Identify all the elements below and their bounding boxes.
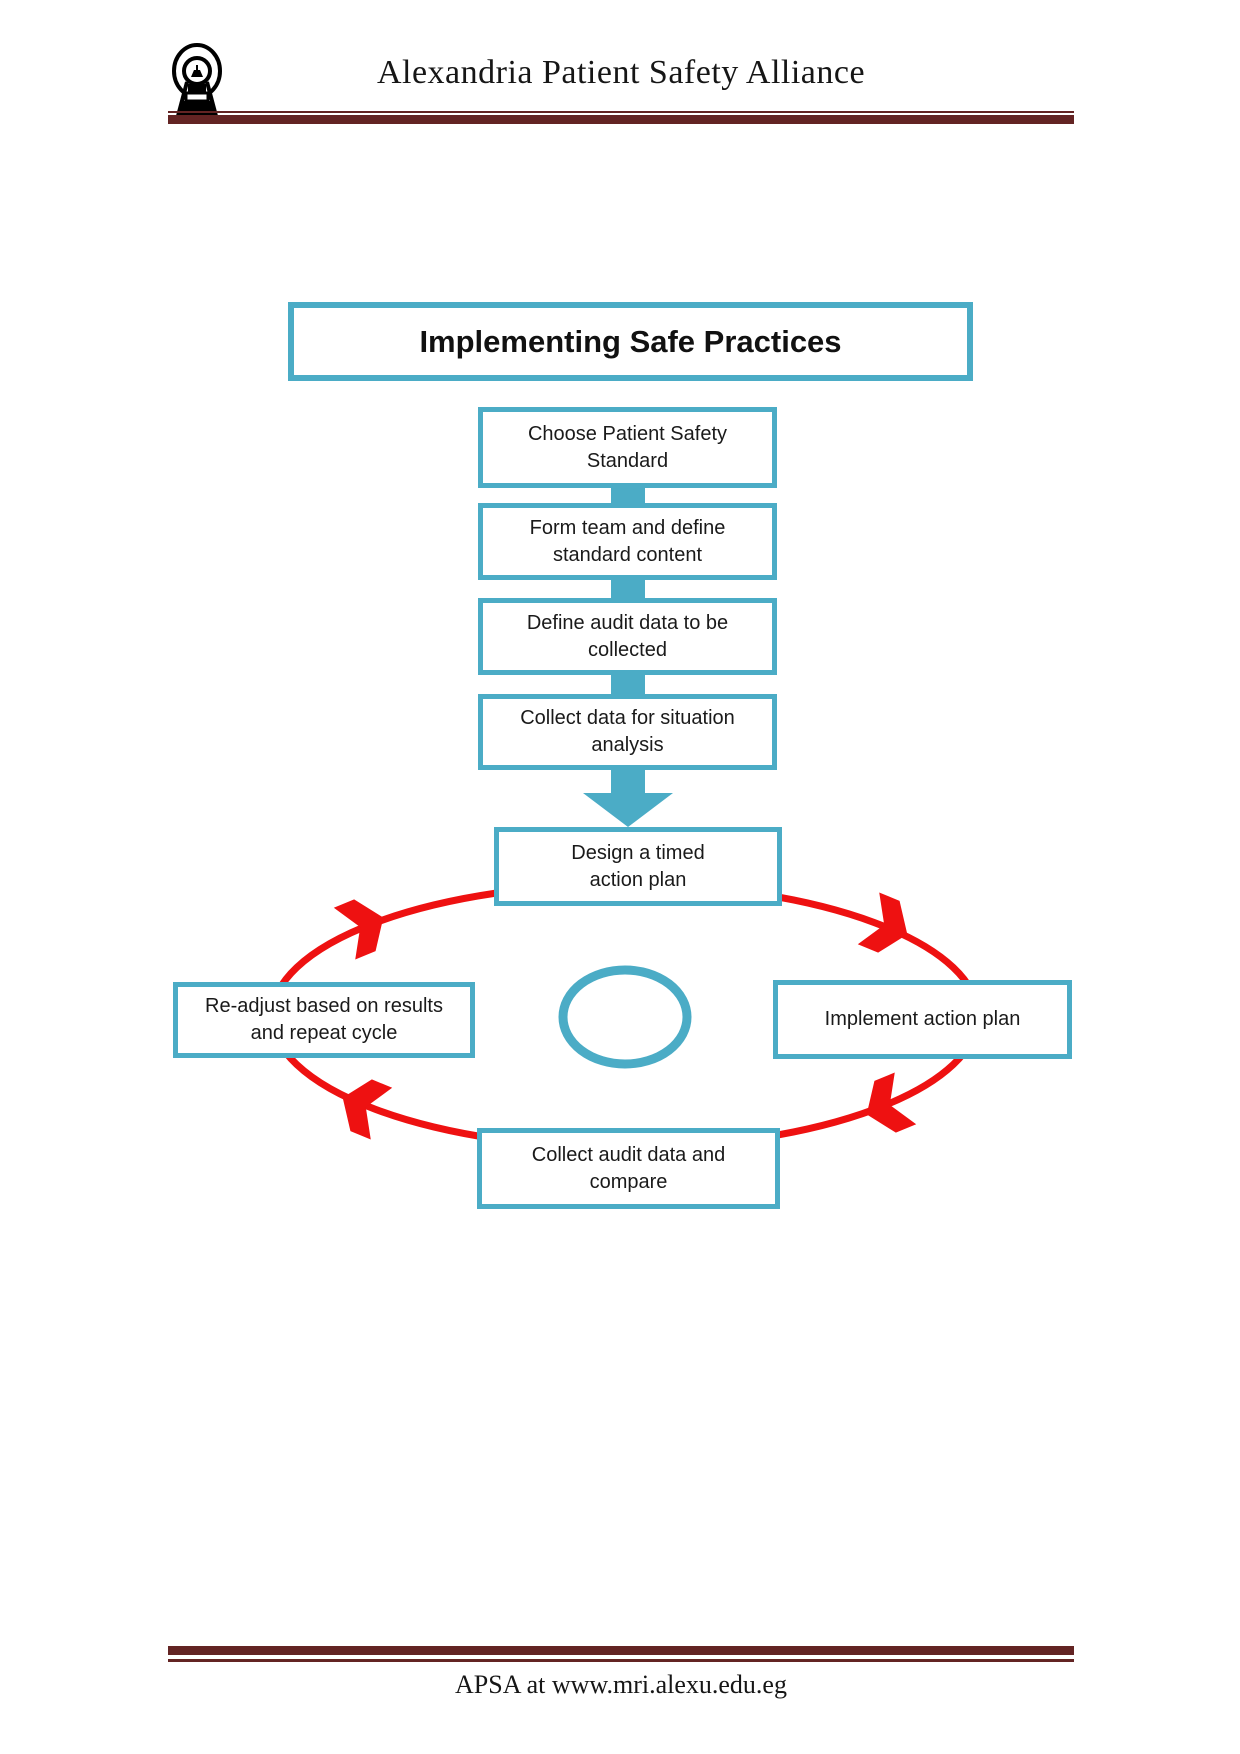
cycle-center-ellipse xyxy=(558,965,692,1069)
flow-step-1-line2: Standard xyxy=(586,449,669,472)
header-rule-thick xyxy=(168,115,1074,124)
flow-step-4-box: Collect data for situation analysis xyxy=(478,694,777,770)
flow-step-1-line1: Choose Patient Safety xyxy=(527,422,727,445)
diagram-title: Implementing Safe Practices xyxy=(419,323,842,359)
cycle-arrowhead-lower-left xyxy=(342,1079,393,1140)
diagram-title-box: Implementing Safe Practices xyxy=(288,302,973,381)
big-down-arrow-icon xyxy=(583,768,673,827)
cycle-step-readjust-line2: and repeat cycle xyxy=(250,1022,398,1044)
flow-step-4-line1: Collect data for situation xyxy=(520,707,735,729)
flow-step-3-line2: collected xyxy=(588,638,667,661)
flow-step-2-box: Form team and define standard content xyxy=(478,503,777,580)
cycle-step-collect-audit-line1: Collect audit data and xyxy=(531,1143,726,1166)
flow-step-2-line1: Form team and define xyxy=(529,516,726,539)
cycle-step-collect-audit-line2: compare xyxy=(589,1170,668,1193)
cycle-arrowhead-upper-right xyxy=(857,892,908,953)
cycle-step-design-line1: Design a timed xyxy=(571,841,705,864)
flow-step-4-line2: analysis xyxy=(591,734,664,756)
cycle-step-design-line2: action plan xyxy=(589,868,687,891)
flow-step-2-line2: standard content xyxy=(553,543,702,566)
footer-rule-thick xyxy=(168,1646,1074,1655)
cycle-step-collect-audit-box: Collect audit data and compare xyxy=(477,1128,780,1209)
oil-lamp-logo-icon xyxy=(172,43,222,117)
cycle-step-readjust-line1: Re-adjust based on results xyxy=(205,995,443,1017)
header-rule-thin xyxy=(168,111,1074,113)
footer-text: APSA at www.mri.alexu.edu.eg xyxy=(455,1670,787,1699)
org-name-title: Alexandria Patient Safety Alliance xyxy=(376,54,866,91)
cycle-arrowhead-lower-right xyxy=(866,1072,917,1133)
flow-step-3-box: Define audit data to be collected xyxy=(478,598,777,675)
cycle-arrowhead-upper-left xyxy=(333,899,384,960)
footer-rule-thin xyxy=(168,1659,1074,1662)
cycle-step-design-box: Design a timed action plan xyxy=(494,827,782,906)
cycle-step-implement-box: Implement action plan xyxy=(773,980,1072,1059)
cycle-step-readjust-box: Re-adjust based on results and repeat cy… xyxy=(173,982,475,1058)
flow-step-3-line1: Define audit data to be xyxy=(526,611,729,634)
cycle-step-implement-line1: Implement action plan xyxy=(824,1008,1021,1030)
flow-step-1-box: Choose Patient Safety Standard xyxy=(478,407,777,488)
